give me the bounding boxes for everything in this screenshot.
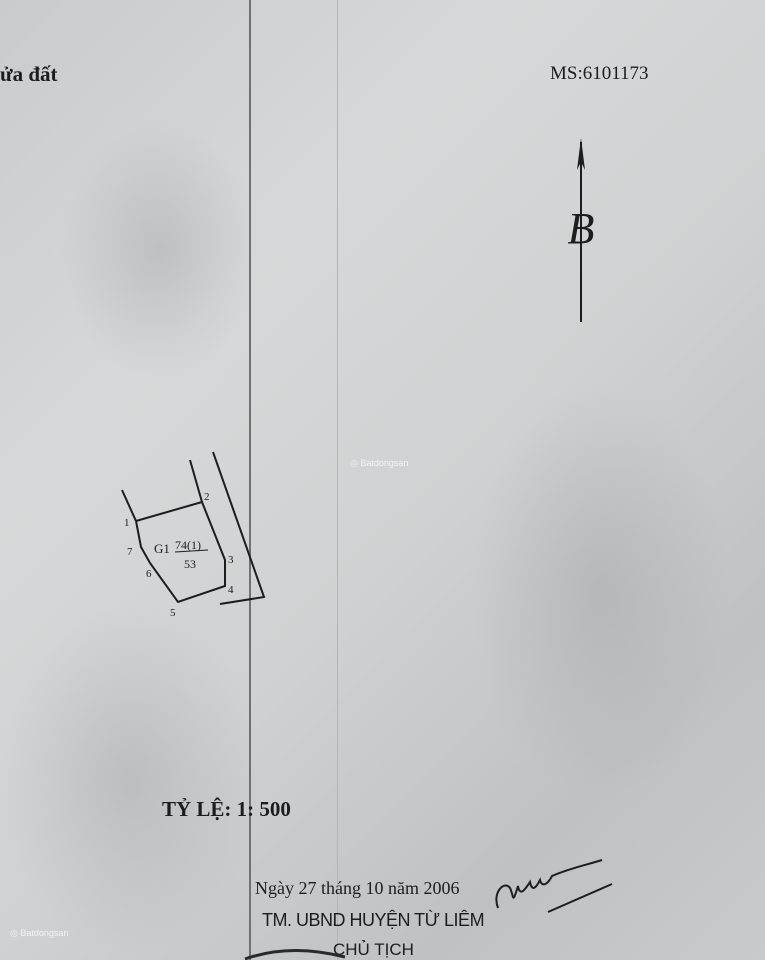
signatory-title: CHỦ TỊCH (333, 940, 414, 959)
paper-shadow (470, 380, 730, 800)
point-label: 3 (228, 554, 234, 566)
paper-fold-line (249, 0, 251, 960)
parcel-boundary (135, 500, 226, 604)
watermark-brand: Batdongsan (20, 928, 69, 938)
north-arrow-head (577, 138, 585, 170)
official-seal-edge (244, 948, 346, 960)
north-letter: B (568, 204, 595, 253)
watermark-logo-icon: ◎ (10, 928, 18, 938)
parcel-number: 74(1) (175, 538, 201, 552)
plot-sketch: 1 2 3 4 5 6 7 G1 74(1) 53 (121, 451, 266, 619)
paper-fold-line (337, 0, 338, 960)
watermark-brand: Batdongsan (360, 458, 409, 468)
fraction-bar (174, 549, 209, 553)
paper-shadow (0, 600, 260, 960)
point-label: 4 (228, 584, 234, 596)
paper-shadow (60, 120, 260, 380)
scale-label: TỶ LỆ: 1: 500 (162, 797, 291, 821)
issuing-authority: TM. UBND HUYỆN TỪ LIÊM (262, 910, 485, 930)
point-label: 1 (124, 517, 130, 529)
road-boundary (212, 451, 266, 605)
point-label: 6 (146, 568, 152, 580)
watermark-center: ◎ Batdongsan (350, 458, 408, 469)
watermark-corner: ◎ Batdongsan (10, 928, 68, 939)
handwritten-signature (495, 859, 613, 913)
north-arrow: B (568, 138, 595, 322)
point-label: 5 (170, 607, 176, 619)
watermark-logo-icon: ◎ (350, 458, 358, 468)
parcel-area: 53 (184, 557, 196, 571)
document-title-fragment: ửa đất (0, 62, 58, 86)
point-label: 7 (127, 546, 133, 558)
boundary-extension (189, 459, 203, 503)
issue-date: Ngày 27 tháng 10 năm 2006 (255, 878, 460, 898)
boundary-extension (121, 489, 137, 522)
serial-number: MS:6101173 (550, 63, 649, 84)
parcel-label: G1 (154, 541, 170, 556)
point-label: 2 (204, 491, 210, 503)
